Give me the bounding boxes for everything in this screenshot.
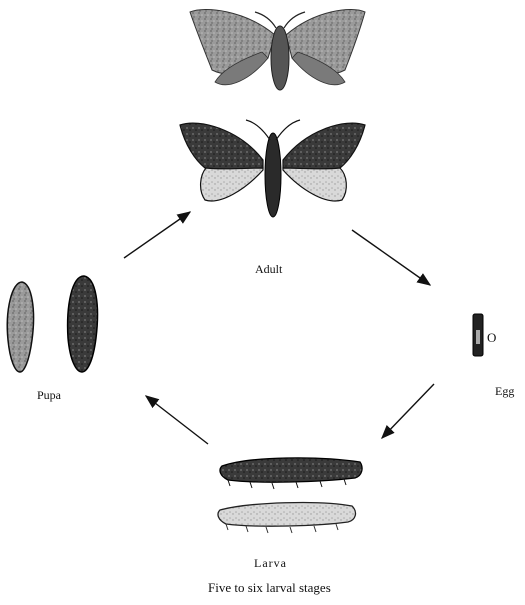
pupa-illustration — [7, 276, 97, 372]
moth-top-illustration — [190, 10, 365, 90]
egg-marker-label: O — [487, 330, 496, 346]
stage-label-larva: Larva — [254, 556, 287, 571]
stage-label-adult: Adult — [255, 262, 282, 277]
arrow-larva-to-pupa — [146, 396, 208, 444]
larva-illustration — [218, 458, 362, 533]
moth-adult-illustration — [180, 120, 365, 217]
stage-label-egg: Egg — [495, 384, 514, 399]
egg-illustration — [473, 314, 483, 356]
stage-label-pupa: Pupa — [37, 388, 61, 403]
arrow-adult-to-egg — [352, 230, 430, 285]
cycle-arrows — [124, 212, 434, 444]
arrow-egg-to-larva — [382, 384, 434, 438]
arrow-pupa-to-adult — [124, 212, 190, 258]
larva-caption: Five to six larval stages — [208, 580, 331, 596]
